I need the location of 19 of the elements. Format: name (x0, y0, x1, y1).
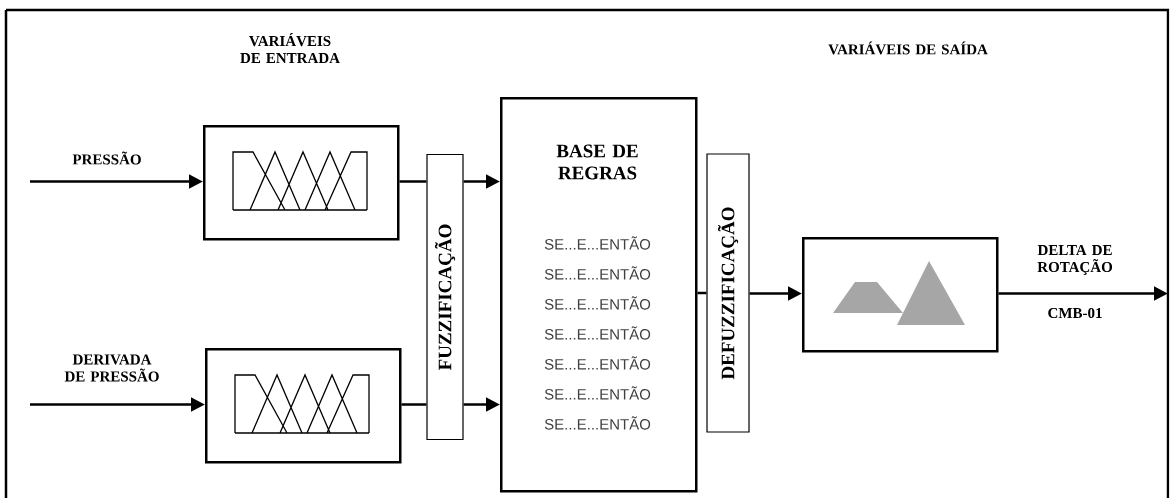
rule-text: SE...E...ENTÃO (544, 326, 651, 340)
edge-label: DELTA DE ROTAÇÃO (1037, 245, 1113, 275)
connector-line (401, 403, 427, 406)
label-text: CMB-01 (1048, 307, 1102, 319)
edge-label: PRESSÃO (72, 151, 141, 165)
box-heading: BASE DE REGRAS (556, 144, 638, 180)
connector-line (399, 180, 427, 183)
label-text: VARIÁVEIS DE ENTRADA (240, 33, 340, 63)
edge-label: DERIVADA DE PRESSÃO (64, 354, 159, 382)
rule-text: SE...E...ENTÃO (544, 296, 651, 310)
rule-text: SE...E...ENTÃO (544, 416, 651, 430)
rule-text: SE...E...ENTÃO (544, 236, 651, 250)
rule-text: SE...E...ENTÃO (544, 356, 651, 370)
connector-line (697, 291, 707, 295)
vertical-label-box: FUZZIFICAÇÃO (426, 153, 464, 441)
rule-text: SE...E...ENTÃO (544, 266, 651, 280)
vertical-label-box: DEFUZZIFICAÇÃO (706, 153, 750, 433)
rule-text: SE...E...ENTÃO (544, 386, 651, 400)
label-text: VARIÁVEIS DE SAÍDA (828, 41, 988, 55)
